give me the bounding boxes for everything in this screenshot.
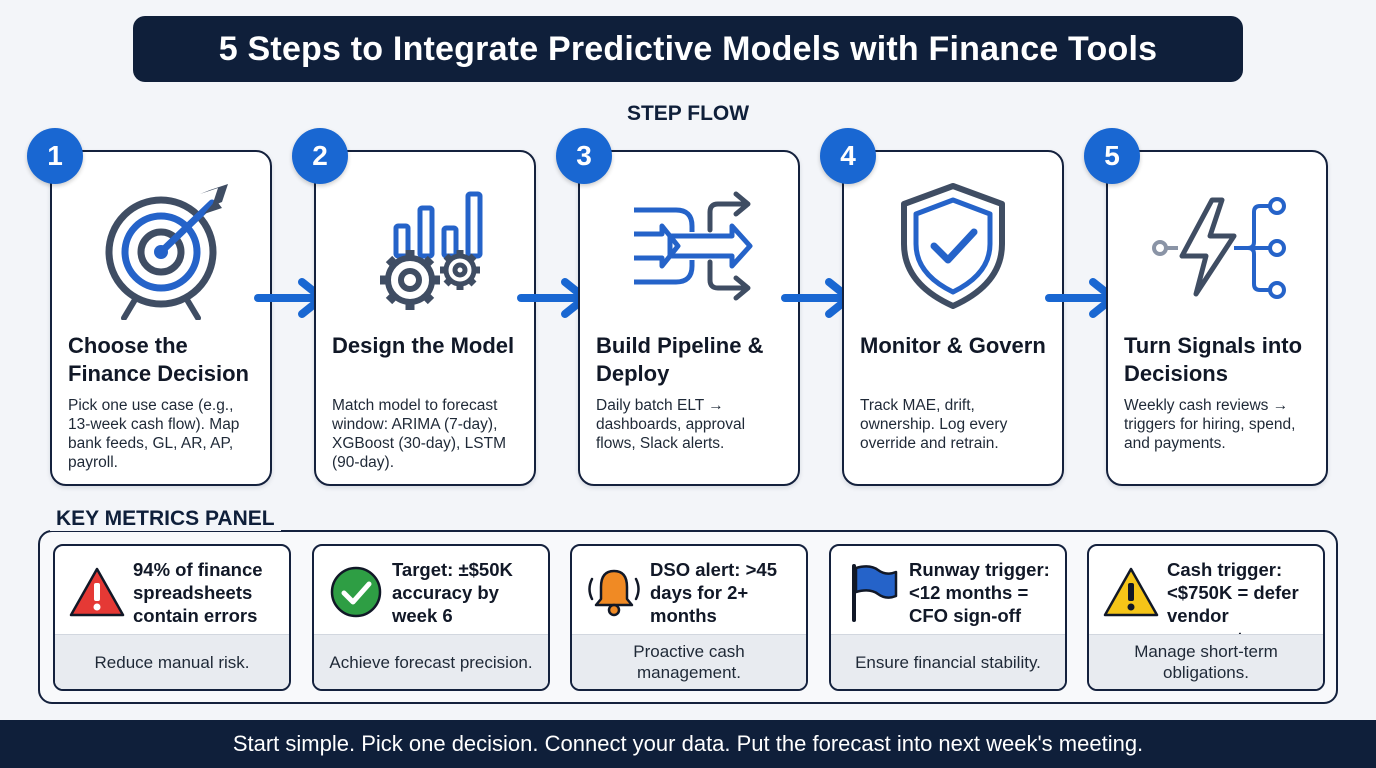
step-title: Design the Model bbox=[332, 333, 515, 358]
shield-check-icon bbox=[844, 170, 1062, 320]
key-metrics-heading: KEY METRICS PANEL bbox=[50, 507, 281, 531]
step-description: Track MAE, drift, ownership. Log every o… bbox=[860, 397, 1008, 452]
metric-headline: Runway trigger: <12 months = CFO sign-of… bbox=[909, 559, 1050, 626]
metric-subtext: Reduce manual risk. bbox=[55, 634, 289, 689]
warning-icon bbox=[67, 562, 127, 622]
caution-icon bbox=[1101, 562, 1161, 622]
metric-subtext: Proactive cash management. bbox=[572, 634, 806, 689]
step-description: Weekly cash reviews → triggers for hirin… bbox=[1124, 397, 1296, 452]
metric-card-5: Cash trigger: <$750K = defer vendor paym… bbox=[1087, 544, 1325, 691]
step-number-badge: 2 bbox=[292, 128, 348, 184]
metric-card-2: Target: ±$50K accuracy by week 6 Achieve… bbox=[312, 544, 550, 691]
step-card-5: Turn Signals into Decisions Weekly cash … bbox=[1106, 150, 1328, 486]
step-number-badge: 4 bbox=[820, 128, 876, 184]
step-title: Build Pipeline & Deploy bbox=[596, 333, 764, 386]
metric-headline: 94% of finance spreadsheets contain erro… bbox=[133, 559, 263, 626]
metric-card-3: DSO alert: >45 days for 2+ months Proact… bbox=[570, 544, 808, 691]
metric-subtext: Achieve forecast precision. bbox=[314, 634, 548, 689]
step-number-badge: 3 bbox=[556, 128, 612, 184]
check-circle-icon bbox=[326, 562, 386, 622]
title-banner: 5 Steps to Integrate Predictive Models w… bbox=[133, 16, 1243, 82]
step-title: Choose the Finance Decision bbox=[68, 333, 249, 386]
page-title: 5 Steps to Integrate Predictive Models w… bbox=[218, 29, 1158, 68]
bell-icon bbox=[584, 562, 644, 622]
step-card-3: Build Pipeline & Deploy Daily batch ELT … bbox=[578, 150, 800, 486]
metric-headline: DSO alert: >45 days for 2+ months bbox=[650, 559, 777, 626]
step-card-4: Monitor & Govern Track MAE, drift, owner… bbox=[842, 150, 1064, 486]
step-flow-heading: STEP FLOW bbox=[626, 102, 750, 125]
metric-headline: Target: ±$50K accuracy by week 6 bbox=[392, 559, 513, 626]
target-icon bbox=[52, 170, 270, 320]
step-card-1: Choose the Finance Decision Pick one use… bbox=[50, 150, 272, 486]
step-description: Match model to forecast window: ARIMA (7… bbox=[332, 397, 507, 471]
chart-gears-icon bbox=[316, 170, 534, 320]
lightning-branch-icon bbox=[1108, 170, 1326, 320]
metric-card-1: 94% of finance spreadsheets contain erro… bbox=[53, 544, 291, 691]
step-description: Daily batch ELT → dashboards, approval f… bbox=[596, 397, 746, 452]
step-number-badge: 1 bbox=[27, 128, 83, 184]
metric-card-4: Runway trigger: <12 months = CFO sign-of… bbox=[829, 544, 1067, 691]
metric-subtext: Manage short-term obligations. bbox=[1089, 634, 1323, 689]
step-card-2: Design the Model Match model to forecast… bbox=[314, 150, 536, 486]
step-title: Monitor & Govern bbox=[860, 333, 1046, 358]
step-number-badge: 5 bbox=[1084, 128, 1140, 184]
step-title: Turn Signals into Decisions bbox=[1124, 333, 1303, 386]
flag-icon bbox=[843, 562, 903, 622]
footer-banner: Start simple. Pick one decision. Connect… bbox=[0, 720, 1376, 768]
step-description: Pick one use case (e.g., 13-week cash fl… bbox=[68, 397, 240, 471]
metric-subtext: Ensure financial stability. bbox=[831, 634, 1065, 689]
pipeline-arrows-icon bbox=[580, 170, 798, 320]
